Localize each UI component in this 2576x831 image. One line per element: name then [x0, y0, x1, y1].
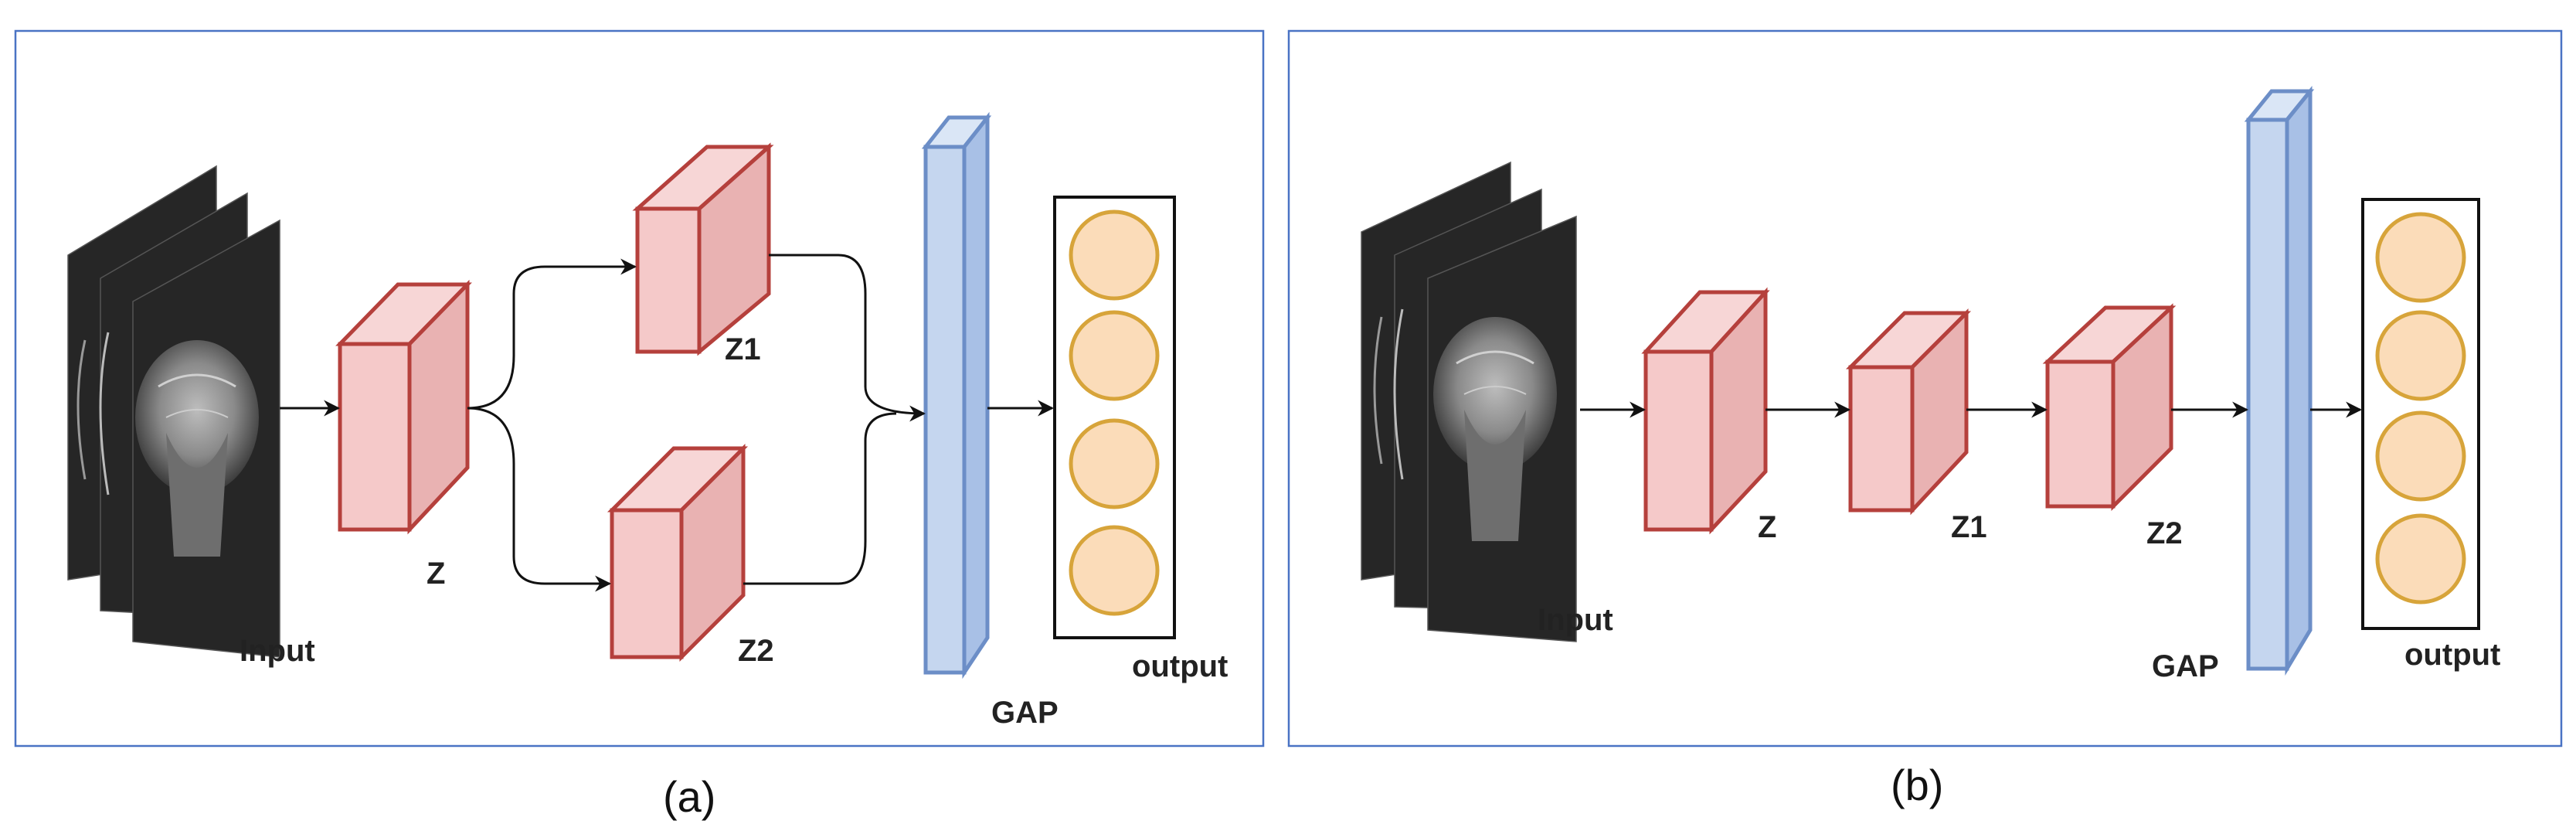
input-label: Input	[240, 634, 315, 668]
gap-label: GAP	[2152, 649, 2219, 683]
output-neuron	[2375, 410, 2466, 502]
brain-scan-image	[1373, 308, 1557, 541]
connections-a	[280, 254, 1055, 592]
output-label: output	[2404, 638, 2500, 672]
panel-a: Input Z Z1 Z2 GAP	[14, 29, 1265, 821]
arrow-z1-to-gap	[769, 254, 926, 422]
brain-scan-image	[76, 332, 259, 557]
block-z	[335, 279, 472, 535]
gap-layer	[921, 111, 992, 679]
output-neuron	[1069, 310, 1160, 401]
output-neuron	[2375, 513, 2466, 605]
z2-label: Z2	[2146, 516, 2183, 550]
caption-a: (a)	[663, 772, 715, 821]
z-label: Z	[427, 557, 445, 591]
output-neuron	[1069, 525, 1160, 616]
mri-input-stack	[1361, 161, 1577, 642]
mri-input-stack	[67, 165, 280, 658]
z1-label: Z1	[725, 332, 761, 366]
output-label: output	[1132, 649, 1228, 683]
gap-layer	[2244, 85, 2315, 676]
block-z	[1641, 287, 1770, 535]
panel-a-frame	[14, 29, 1265, 748]
output-layer	[1053, 196, 1176, 639]
output-neuron	[2375, 212, 2466, 303]
z-label: Z	[1758, 510, 1776, 544]
output-neuron	[1069, 209, 1160, 301]
panel-b-frame	[1287, 29, 2563, 748]
gap-label: GAP	[991, 696, 1059, 730]
z2-label: Z2	[738, 634, 774, 668]
arrow-z-to-z2	[467, 407, 612, 592]
arrow-z2-to-gap	[743, 412, 897, 585]
caption-b: (b)	[1891, 761, 1943, 809]
z1-label: Z1	[1951, 510, 1987, 544]
block-z2	[607, 443, 749, 662]
output-layer	[2361, 198, 2480, 630]
block-z2	[2042, 303, 2177, 512]
block-z1	[632, 142, 774, 356]
input-label: Input	[1538, 603, 1613, 637]
block-z1	[1845, 308, 1972, 516]
panel-b: Input Z Z1 Z2 GAP	[1287, 29, 2563, 809]
arrow-z-to-z1	[467, 258, 637, 410]
output-neuron	[1069, 418, 1160, 509]
output-neuron	[2375, 310, 2466, 401]
